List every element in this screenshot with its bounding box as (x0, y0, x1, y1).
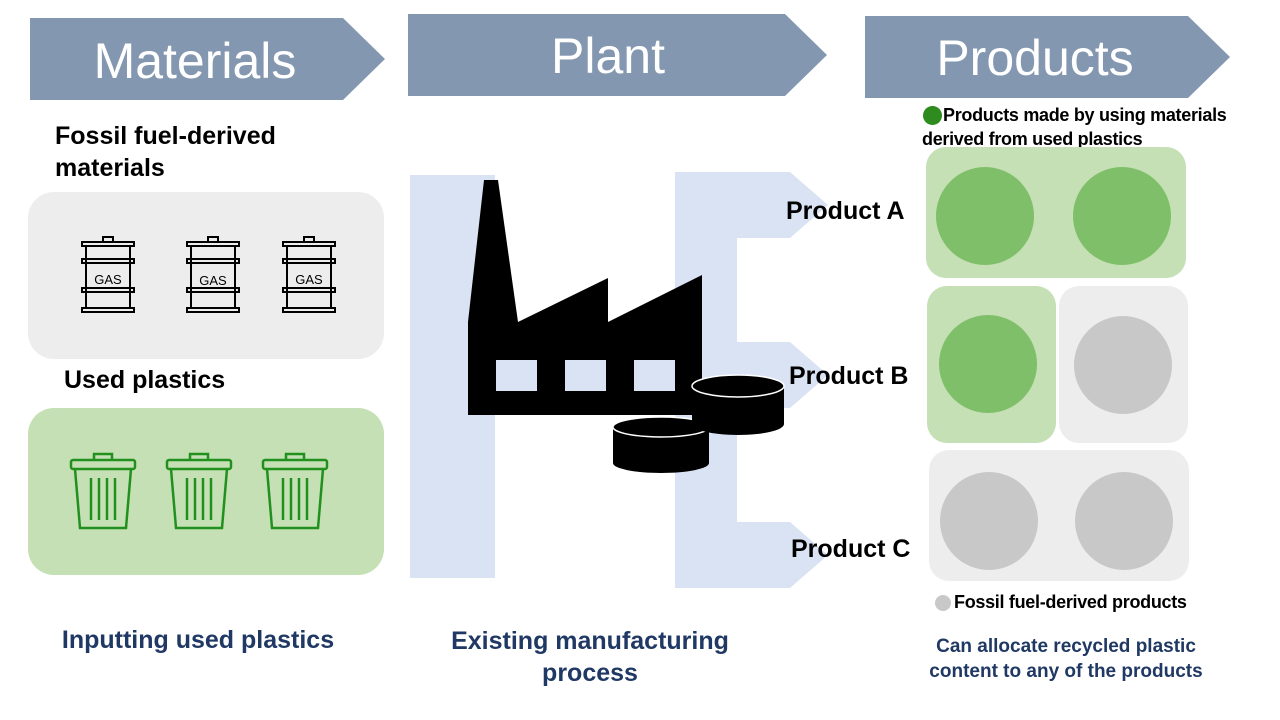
barrel-label: GAS (295, 272, 323, 287)
product-c-label: Product C (791, 535, 911, 563)
product-b-label: Product B (789, 362, 909, 390)
products-caption: Can allocate recycled plastic content to… (929, 636, 1203, 682)
factory-icon (468, 180, 702, 415)
gas-barrel-icon: GAS (183, 236, 243, 314)
fossil-product-unit (940, 472, 1038, 570)
plant-header-arrow (408, 14, 827, 96)
barrel-label: GAS (199, 273, 227, 288)
products-header-arrow (865, 16, 1230, 98)
plant-caption: Existing manufacturing process (451, 627, 729, 687)
used-plastics-title: Used plastics (64, 366, 226, 394)
fossil-product-unit (1074, 316, 1172, 414)
materials-header-arrow (30, 18, 385, 100)
plastic-pellet-icon (691, 374, 785, 435)
plant-header: Plant (551, 28, 665, 84)
used-plastics-box (28, 408, 384, 575)
recycled-legend-text: Products made by using materials derived… (922, 105, 1227, 149)
recycled-product-unit (936, 167, 1034, 265)
recycled-legend-dot (923, 106, 942, 125)
materials-header: Materials (93, 33, 297, 89)
recycled-product-unit (1073, 167, 1171, 265)
trash-can-icon (165, 452, 233, 532)
product-a-label: Product A (786, 197, 905, 225)
barrel-label: GAS (94, 272, 122, 287)
fossil-product-unit (1075, 472, 1173, 570)
header-arrows (30, 14, 1230, 100)
fossil-materials-box (28, 192, 384, 359)
gas-barrel-icon: GAS (78, 236, 138, 314)
trash-can-icon (261, 452, 329, 532)
products-header: Products (936, 30, 1134, 86)
fossil-legend-dot (935, 595, 951, 611)
materials-caption: Inputting used plastics (61, 626, 335, 654)
fossil-legend-text: Fossil fuel-derived products (954, 592, 1187, 612)
gas-barrel-icon: GAS (279, 236, 339, 314)
trash-can-icon (69, 452, 137, 532)
recycled-product-unit (939, 315, 1037, 413)
fossil-materials-title: Fossil fuel-derived materials (55, 122, 276, 182)
